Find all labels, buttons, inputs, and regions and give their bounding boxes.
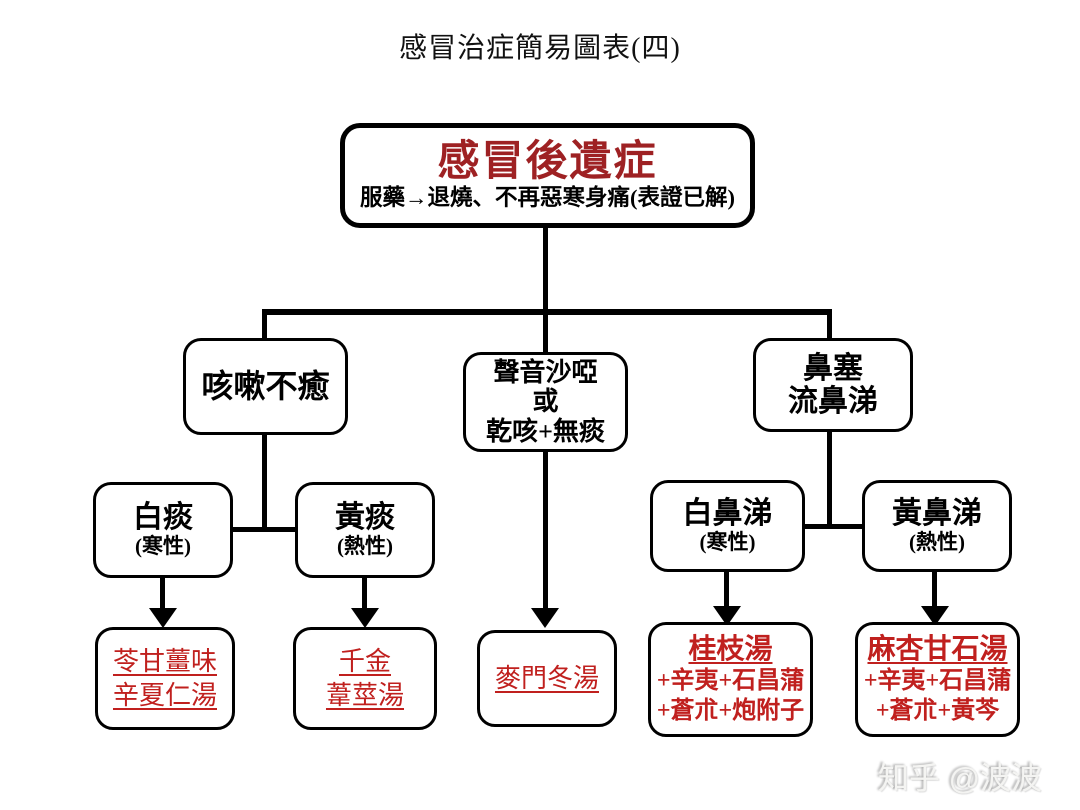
arrow-yellow-phlegm-shaft [362,578,367,612]
node-white-phlegm-label: 白痰 [133,500,193,534]
node-white-mucus-nature: (寒性) [699,529,756,554]
node-symptom-hoarse-line1: 聲音沙啞 [493,358,598,388]
connector-nasal-vertical [827,430,832,529]
node-cold-aftereffects-heading: 感冒後遺症 [437,138,658,185]
zhihu-watermark: 知乎 @波波 [878,761,1043,796]
formula-maxing-add1: +辛夷+石昌蒲 [863,668,1012,695]
node-yellow-mucus-label: 黃鼻涕 [892,496,982,530]
node-cold-aftereffects-subtitle: 服藥→退燒、不再惡寒身痛(表證已解) [360,185,735,211]
node-symptom-nasal-line2: 流鼻涕 [788,385,878,418]
connector-nasal-horizontal [805,524,862,529]
node-formula-qianjin: 千金 葦莖湯 [293,627,437,730]
node-yellow-phlegm-nature: (熱性) [337,533,393,558]
node-symptom-hoarse-line3: 乾咳+無痰 [486,416,605,446]
connector-root-vertical [543,228,548,312]
node-formula-linggan: 苓甘薑味 辛夏仁湯 [95,627,235,730]
node-symptom-cough-label: 咳嗽不癒 [201,368,330,405]
arrow-yellow-mucus-shaft [932,572,937,610]
connector-cough-horizontal [233,527,295,532]
arrow-yellow-mucus-head-icon [921,606,949,626]
node-formula-maimendong: 麥門冬湯 [477,630,617,727]
arrow-white-phlegm-head-icon [149,608,177,628]
node-yellow-phlegm: 黃痰 (熱性) [295,482,435,578]
formula-guizhi-add2: +蒼朮+炮附子 [656,698,805,725]
formula-guizhi-add1: +辛夷+石昌蒲 [656,668,805,695]
formula-maimendong-line1: 麥門冬湯 [494,663,599,693]
node-cold-aftereffects: 感冒後遺症 服藥→退燒、不再惡寒身痛(表證已解) [340,123,755,228]
arrow-white-phlegm-shaft [160,578,165,612]
node-white-mucus: 白鼻涕 (寒性) [650,480,805,572]
connector-cough-vertical [262,435,267,532]
formula-qianjin-line2: 葦莖湯 [325,680,404,710]
formula-maxing-add2: +蒼朮+黃芩 [875,698,1000,725]
formula-linggan-line2: 辛夏仁湯 [112,680,217,710]
node-symptom-nasal-line1: 鼻塞 [803,352,863,385]
node-symptom-nasal: 鼻塞 流鼻涕 [753,338,913,432]
connector-drop-hoarse [543,309,548,354]
node-formula-maxing: 麻杏甘石湯 +辛夷+石昌蒲 +蒼朮+黃芩 [855,622,1020,737]
node-yellow-mucus-nature: (熱性) [909,529,965,554]
arrow-hoarse-shaft [543,452,548,610]
node-symptom-hoarse: 聲音沙啞 或 乾咳+無痰 [463,352,628,452]
arrow-white-mucus-head-icon [713,606,741,626]
arrow-white-mucus-shaft [724,572,729,610]
arrow-yellow-phlegm-head-icon [351,608,379,628]
formula-qianjin-line1: 千金 [338,646,391,676]
connector-drop-cough [262,309,267,340]
formula-guizhi-name: 桂枝湯 [688,633,773,665]
node-yellow-phlegm-label: 黃痰 [335,500,395,534]
formula-linggan-line1: 苓甘薑味 [112,646,217,676]
connector-drop-nasal [827,309,832,340]
page-title: 感冒治症簡易圖表(四) [399,33,681,64]
node-symptom-hoarse-line2: 或 [532,387,559,417]
node-white-phlegm-nature: (寒性) [135,533,191,558]
arrow-hoarse-head-icon [531,608,559,628]
node-formula-guizhi: 桂枝湯 +辛夷+石昌蒲 +蒼朮+炮附子 [648,622,813,737]
formula-maxing-name: 麻杏甘石湯 [867,633,1008,665]
node-symptom-cough: 咳嗽不癒 [183,338,348,435]
node-yellow-mucus: 黃鼻涕 (熱性) [862,480,1012,572]
node-white-phlegm: 白痰 (寒性) [93,482,233,578]
node-white-mucus-label: 白鼻涕 [682,496,773,530]
